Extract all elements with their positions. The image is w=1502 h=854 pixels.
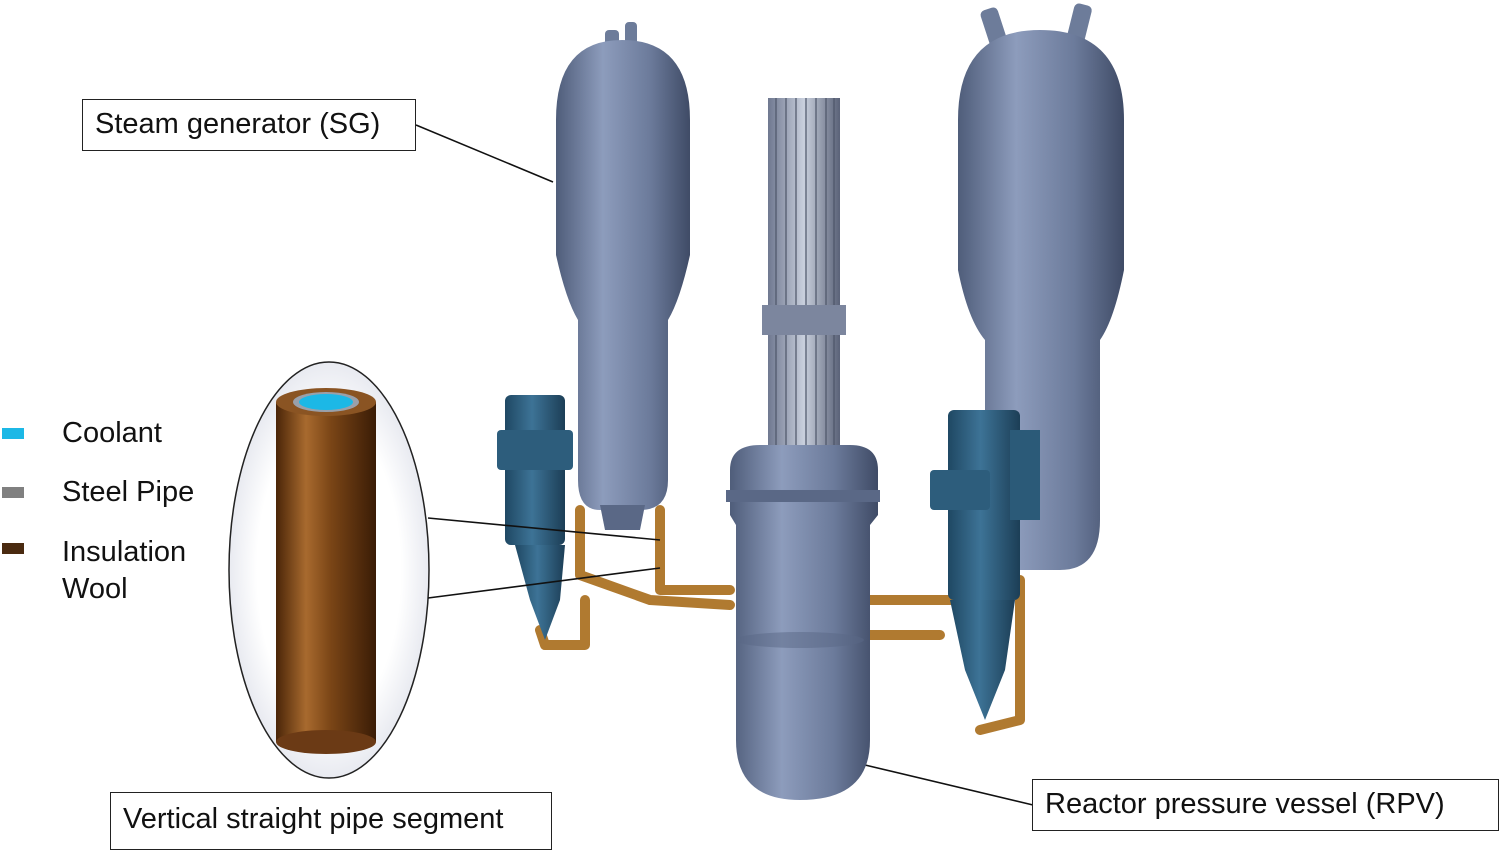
control-rods — [762, 98, 846, 448]
reactor-pressure-vessel — [726, 445, 880, 800]
coolant-pump-right — [930, 410, 1040, 720]
sg-leader-line — [415, 124, 554, 183]
steam-generator-left — [556, 22, 690, 530]
insulation-wool-swatch — [2, 543, 24, 554]
legend-coolant: Coolant — [62, 417, 162, 449]
legend-insulation-wool: Insulation Wool — [62, 536, 187, 605]
pipe-segment-inset — [228, 361, 661, 779]
coolant-pump-left — [497, 395, 573, 640]
rpv-leader-line — [864, 764, 1034, 806]
rpv-label: Reactor pressure vessel (RPV) — [1032, 779, 1499, 831]
coolant-swatch — [2, 428, 24, 439]
steam-generator-label: Steam generator (SG) — [82, 99, 416, 151]
pipe-segment-label: Vertical straight pipe segment — [110, 792, 552, 850]
legend-steel-pipe: Steel Pipe — [62, 476, 195, 508]
steel-pipe-swatch — [2, 487, 24, 498]
